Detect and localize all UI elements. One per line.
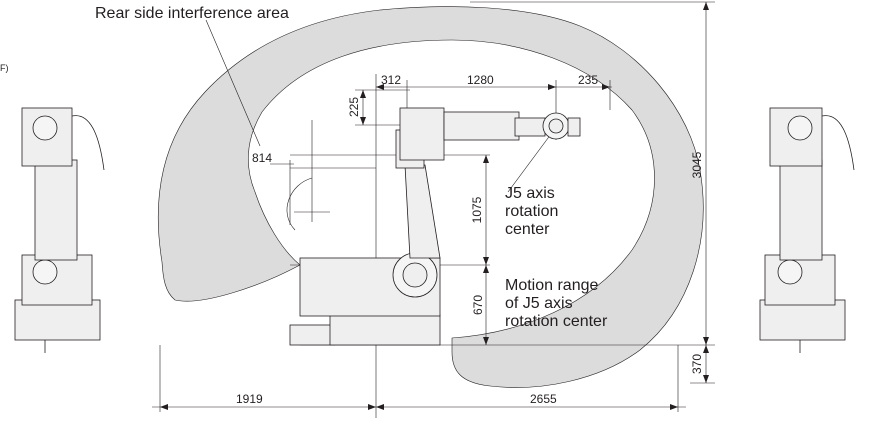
dim-225: 225 xyxy=(347,96,361,118)
motion-range-label: Motion range of J5 axis rotation center xyxy=(505,277,607,331)
motion-label-line-1: Motion range xyxy=(505,277,599,294)
j5-label-line-3: center xyxy=(505,221,550,238)
robot-side-view xyxy=(289,107,581,346)
dim-235: 235 xyxy=(578,73,599,87)
robot-front-view-right xyxy=(759,107,855,353)
dim-814: 814 xyxy=(252,151,273,165)
dim-670: 670 xyxy=(471,294,485,316)
dim-2655: 2655 xyxy=(530,392,557,406)
motion-range-area xyxy=(157,6,704,388)
dim-370: 370 xyxy=(690,353,704,375)
dim-1919: 1919 xyxy=(236,392,263,406)
dim-1280: 1280 xyxy=(467,73,494,87)
j5-label-line-2: rotation xyxy=(505,203,559,220)
motion-label-line-3: rotation center xyxy=(505,313,608,330)
dim-312: 312 xyxy=(381,73,402,87)
j5-label-line-1: J5 axis xyxy=(505,185,555,202)
dim-3045: 3045 xyxy=(690,151,704,179)
arrowheads xyxy=(160,2,709,410)
edge-fragment-text: F) xyxy=(0,63,9,73)
rear-interference-area-label: Rear side interference area xyxy=(95,5,289,22)
motion-label-line-2: of J5 axis xyxy=(505,295,573,312)
robot-front-view-left xyxy=(14,107,105,353)
dim-1075: 1075 xyxy=(470,196,484,224)
j5-axis-center-label: J5 axis rotation center xyxy=(505,185,558,239)
